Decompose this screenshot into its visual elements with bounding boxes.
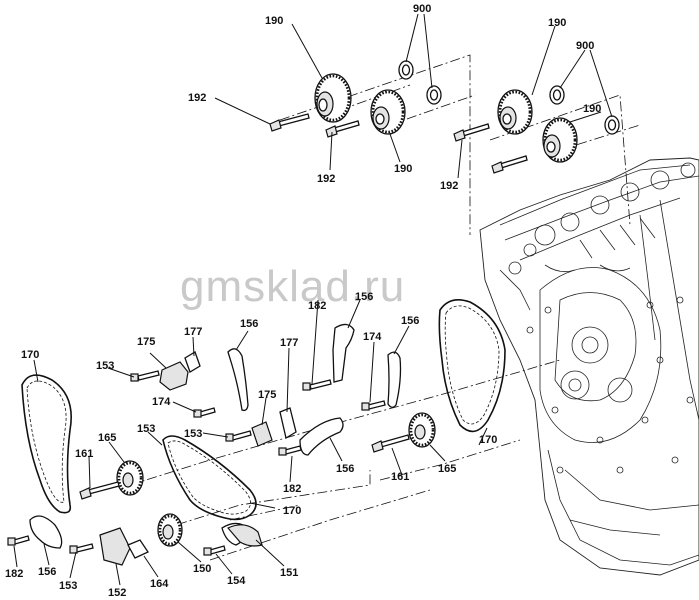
callout-190: 190: [394, 163, 412, 175]
callout-161: 161: [75, 448, 93, 460]
callout-175: 175: [258, 389, 276, 401]
cam-phaser-upper-left-a: [314, 73, 352, 123]
timing-chain-right: [438, 299, 506, 433]
callout-151: 151: [280, 567, 298, 579]
watermark-text: gmsklad.ru: [180, 262, 405, 311]
callout-177: 177: [280, 337, 298, 349]
callout-156: 156: [38, 566, 56, 578]
alignment-lines: [129, 54, 641, 561]
crank-sprocket: [157, 513, 183, 547]
callout-192: 192: [440, 180, 458, 192]
callout-153: 153: [137, 423, 155, 435]
callout-170: 170: [21, 349, 39, 361]
callout-170: 170: [479, 434, 497, 446]
callout-190: 190: [583, 103, 601, 115]
tensioners: [99, 351, 297, 566]
callout-164: 164: [150, 578, 169, 590]
timing-chain-center: [162, 435, 257, 521]
callout-177: 177: [184, 326, 202, 338]
cam-phaser-upper-right-b: [542, 117, 578, 163]
callout-153: 153: [184, 428, 202, 440]
callout-175: 175: [137, 336, 155, 348]
callout-174: 174: [363, 331, 382, 343]
callout-900: 900: [576, 40, 594, 52]
callout-150: 150: [193, 563, 211, 575]
callout-153: 153: [59, 580, 77, 592]
callout-190: 190: [265, 15, 283, 27]
callout-153: 153: [96, 360, 114, 372]
callout-156: 156: [336, 463, 354, 475]
callout-182: 182: [283, 483, 301, 495]
callout-161: 161: [391, 471, 409, 483]
callout-165: 165: [98, 432, 116, 444]
callout-156: 156: [401, 315, 419, 327]
sprocket-right: [408, 412, 436, 448]
callout-156: 156: [240, 318, 258, 330]
callout-156: 156: [355, 291, 373, 303]
callout-190: 190: [548, 17, 566, 29]
engine-block: [479, 157, 699, 576]
callout-152: 152: [108, 587, 126, 599]
small-bolts: [7, 370, 386, 556]
callout-174: 174: [152, 396, 171, 408]
sprocket-bolts: [79, 434, 410, 500]
sprocket-left: [116, 460, 144, 496]
leader-lines: [13, 13, 613, 586]
callout-900: 900: [413, 3, 431, 15]
callout-170: 170: [283, 505, 301, 517]
callouts: 190 900 190 900 192 190 192 190 192 182 …: [5, 3, 601, 599]
cam-phaser-upper-right-a: [497, 89, 533, 135]
callout-154: 154: [227, 575, 246, 587]
timing-chain-left: [21, 374, 72, 514]
callout-192: 192: [317, 173, 335, 185]
callout-182: 182: [5, 568, 23, 580]
callout-192: 192: [188, 92, 206, 104]
callout-165: 165: [438, 463, 456, 475]
cam-bolts: [269, 113, 528, 174]
cam-phaser-upper-left-b: [370, 89, 406, 135]
callout-182: 182: [308, 300, 326, 312]
